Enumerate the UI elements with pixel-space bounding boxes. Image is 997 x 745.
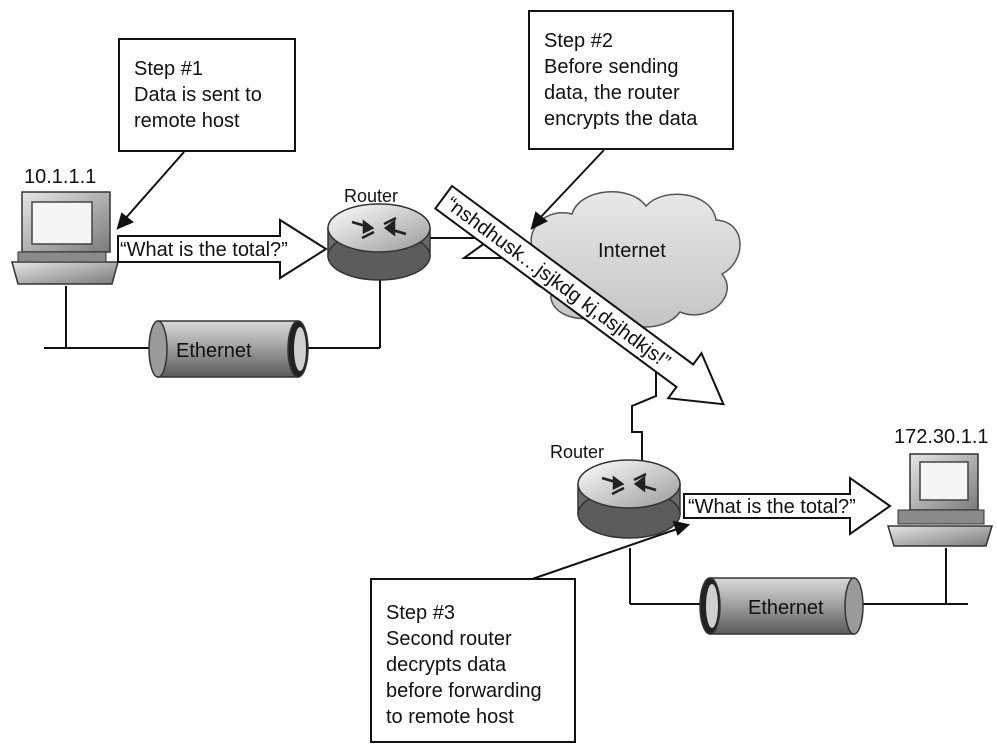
ethernet-segment-right: [699, 577, 864, 635]
step2-line3: encrypts the data: [544, 108, 698, 130]
router-left-icon: [327, 203, 431, 281]
message-arrow-right: [683, 476, 892, 536]
message-plain-right: “What is the total?”: [688, 496, 856, 518]
step1-title: Step #1: [134, 58, 203, 80]
router-right-label: Router: [550, 442, 605, 462]
host-computer-right-icon: [886, 453, 994, 547]
step3-line4: to remote host: [386, 706, 514, 728]
step2-title: Step #2: [544, 30, 613, 52]
router-left-label: Router: [344, 186, 399, 206]
ethernet-label-right: Ethernet: [748, 597, 824, 619]
step3-title: Step #3: [386, 602, 455, 624]
ethernet-segment-left: [148, 320, 309, 378]
step2-line2: data, the router: [544, 82, 680, 104]
step2-callout: Step #2 Before sending data, the router …: [528, 10, 734, 150]
step3-callout: Step #3 Second router decrypts data befo…: [370, 578, 576, 743]
step1-line1: Data is sent to: [134, 84, 262, 106]
cloud-label: Internet: [598, 240, 666, 262]
step3-line3: before forwarding: [386, 680, 542, 702]
step3-line1: Second router: [386, 628, 512, 650]
callout-pointers: [116, 149, 691, 587]
step3-line2: decrypts data: [386, 654, 507, 676]
step1-callout: Step #1 Data is sent to remote host: [118, 38, 296, 152]
host-left-ip: 10.1.1.1: [24, 166, 97, 188]
step1-line2: remote host: [134, 110, 240, 132]
router-right-icon: [577, 459, 681, 539]
wan-link-right: [631, 352, 657, 472]
host-computer-left-icon: [11, 191, 119, 285]
host-right-ip: 172.30.1.1: [894, 426, 989, 448]
step2-line1: Before sending: [544, 56, 679, 78]
ethernet-label-left: Ethernet: [176, 340, 252, 362]
message-arrow-left: [117, 218, 328, 280]
message-plain-left: “What is the total?”: [120, 239, 288, 261]
